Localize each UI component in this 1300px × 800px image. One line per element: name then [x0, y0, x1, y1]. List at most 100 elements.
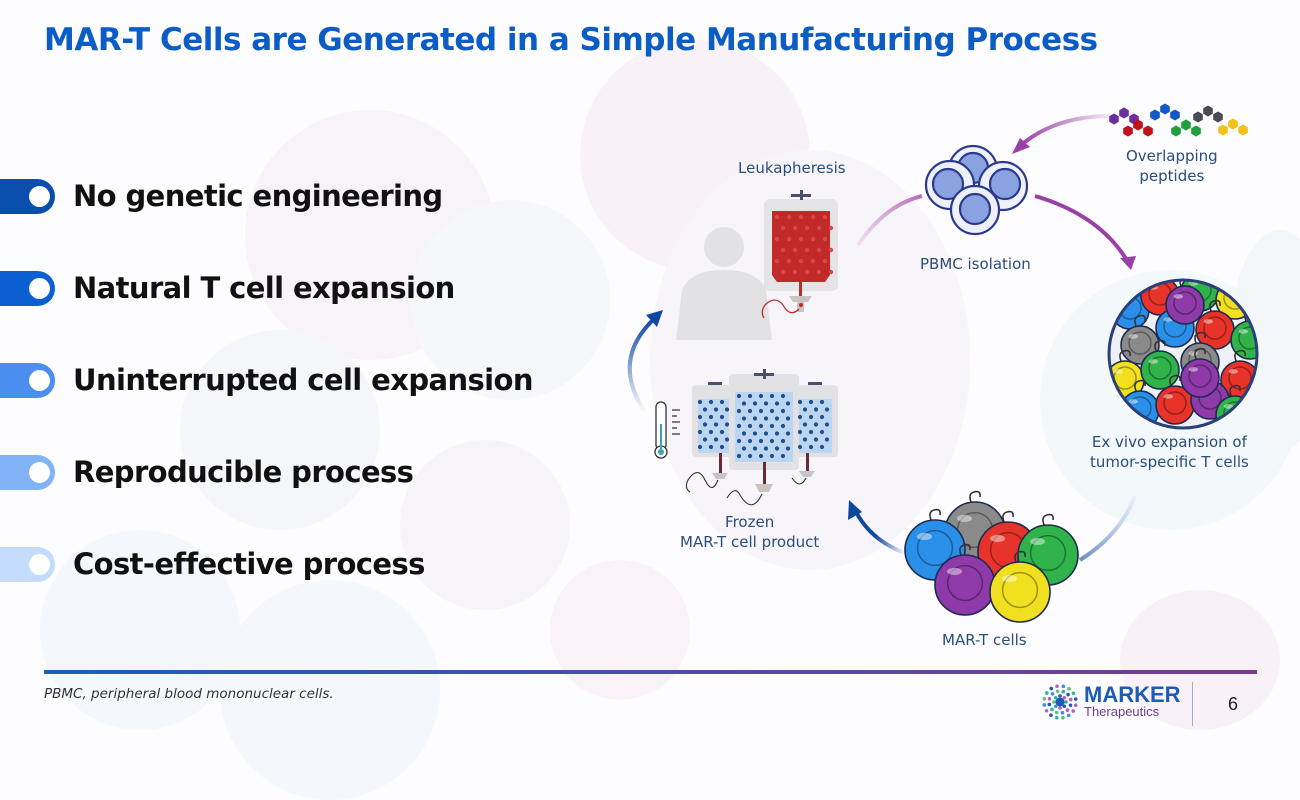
logo-dot — [1062, 704, 1067, 709]
cell-dot — [747, 453, 753, 459]
logo-dot — [1042, 696, 1047, 701]
cell-dot — [813, 407, 819, 412]
cell-dot — [747, 438, 753, 444]
cell-dot — [824, 437, 830, 442]
cell-dot — [758, 393, 764, 399]
cell-dot — [713, 407, 719, 412]
logo-dot — [1061, 684, 1066, 689]
arrowhead-icon — [646, 310, 663, 327]
logo-dot — [1058, 694, 1062, 698]
patient-icon — [676, 227, 772, 340]
arc-expansion-to-mart — [1078, 495, 1137, 562]
blood-dot — [804, 225, 810, 231]
cell-dot — [747, 408, 753, 414]
cell-dot — [808, 429, 814, 435]
cell-dot — [819, 414, 825, 420]
cell-dot — [780, 453, 786, 459]
cell-dot — [785, 416, 791, 421]
logo-dot — [1044, 708, 1049, 713]
cell-dot — [802, 422, 808, 427]
cell-dot — [736, 438, 742, 444]
cell-dot — [747, 423, 753, 429]
cell-dot — [741, 416, 747, 421]
company-logo[interactable]: MARKER Therapeutics — [1042, 684, 1181, 720]
peptide-hexagon — [1150, 109, 1160, 121]
blood-dot — [822, 258, 828, 264]
blood-dot — [816, 225, 822, 231]
arrowhead-icon — [1120, 256, 1136, 270]
cell-dot — [813, 422, 819, 427]
peptide-hexagon — [1228, 118, 1238, 130]
logo-dot — [1064, 700, 1068, 704]
blood-dot — [774, 236, 780, 242]
cell-dot — [797, 414, 803, 420]
arrow-peptides-to-pbmc — [1018, 114, 1111, 148]
cell-dot — [813, 437, 819, 442]
label-mart-cells: MAR-T cells — [942, 631, 1027, 649]
peptide-hexagon — [1160, 103, 1170, 115]
blood-dot — [822, 236, 828, 242]
logo-dot — [1053, 704, 1058, 709]
arrow-mart-to-frozen — [853, 509, 906, 555]
cell-dot — [797, 399, 803, 405]
blood-dot — [822, 214, 828, 220]
cell-dot — [752, 401, 758, 406]
cell-dot — [702, 407, 708, 412]
cell-dot — [802, 407, 808, 412]
bullet-item: No genetic engineering — [0, 176, 443, 216]
logo-dot — [1065, 708, 1070, 712]
cell-dot — [774, 431, 780, 436]
cell-dot — [774, 416, 780, 421]
cell-dot — [808, 414, 814, 420]
cell-dot — [763, 431, 769, 436]
logo-dot — [1061, 689, 1066, 694]
logo-dot — [1067, 686, 1071, 691]
cell-dot — [780, 423, 786, 429]
cell-dot — [763, 416, 769, 421]
peptide-hexagon — [1119, 107, 1129, 119]
cell-dot — [780, 408, 786, 414]
cell-dot — [774, 401, 780, 406]
footnote: PBMC, peripheral blood mononuclear cells… — [44, 686, 334, 702]
blood-dot — [792, 269, 798, 275]
bullet-item: Reproducible process — [0, 452, 414, 492]
cell-dot — [758, 453, 764, 459]
cell-dot — [741, 446, 747, 451]
cell-dot — [697, 429, 703, 435]
cell-dot — [758, 438, 764, 444]
logo-dot — [1068, 703, 1073, 708]
cell-dot — [769, 453, 775, 459]
peptide-hexagon — [1181, 119, 1191, 131]
logo-subtitle: Therapeutics — [1084, 704, 1160, 719]
logo-name: MARKER — [1084, 682, 1181, 707]
toggle-pill-icon — [0, 178, 55, 214]
logo-dot — [1073, 703, 1078, 708]
logo-dot — [1049, 713, 1053, 718]
logo-dot — [1060, 710, 1065, 715]
cell-dot — [785, 431, 791, 436]
logo-dot — [1050, 692, 1055, 696]
cell-dot — [797, 444, 803, 450]
cell-dot — [724, 422, 730, 427]
logo-dot — [1066, 713, 1071, 718]
cell-dot — [697, 444, 703, 450]
blood-dot — [810, 258, 816, 264]
cell-dot — [769, 423, 775, 429]
cell-dot — [785, 446, 791, 451]
logo-dot — [1054, 710, 1059, 715]
blood-dot — [792, 225, 798, 231]
cell-dot — [802, 437, 808, 442]
cell-dot — [736, 453, 742, 459]
cell-dot — [758, 423, 764, 429]
cell-dot — [697, 414, 703, 420]
t-cell-icon — [934, 543, 996, 616]
peptide-hexagon — [1191, 125, 1201, 137]
cell-dot — [758, 408, 764, 414]
cell-dot — [736, 423, 742, 429]
bullet-item: Natural T cell expansion — [0, 268, 455, 308]
cell-dot — [797, 429, 803, 435]
cell-dot — [819, 429, 825, 435]
t-cell-icon — [1180, 347, 1220, 398]
arrowhead-icon — [848, 500, 862, 520]
pbmc-cells-icon — [924, 144, 1029, 236]
